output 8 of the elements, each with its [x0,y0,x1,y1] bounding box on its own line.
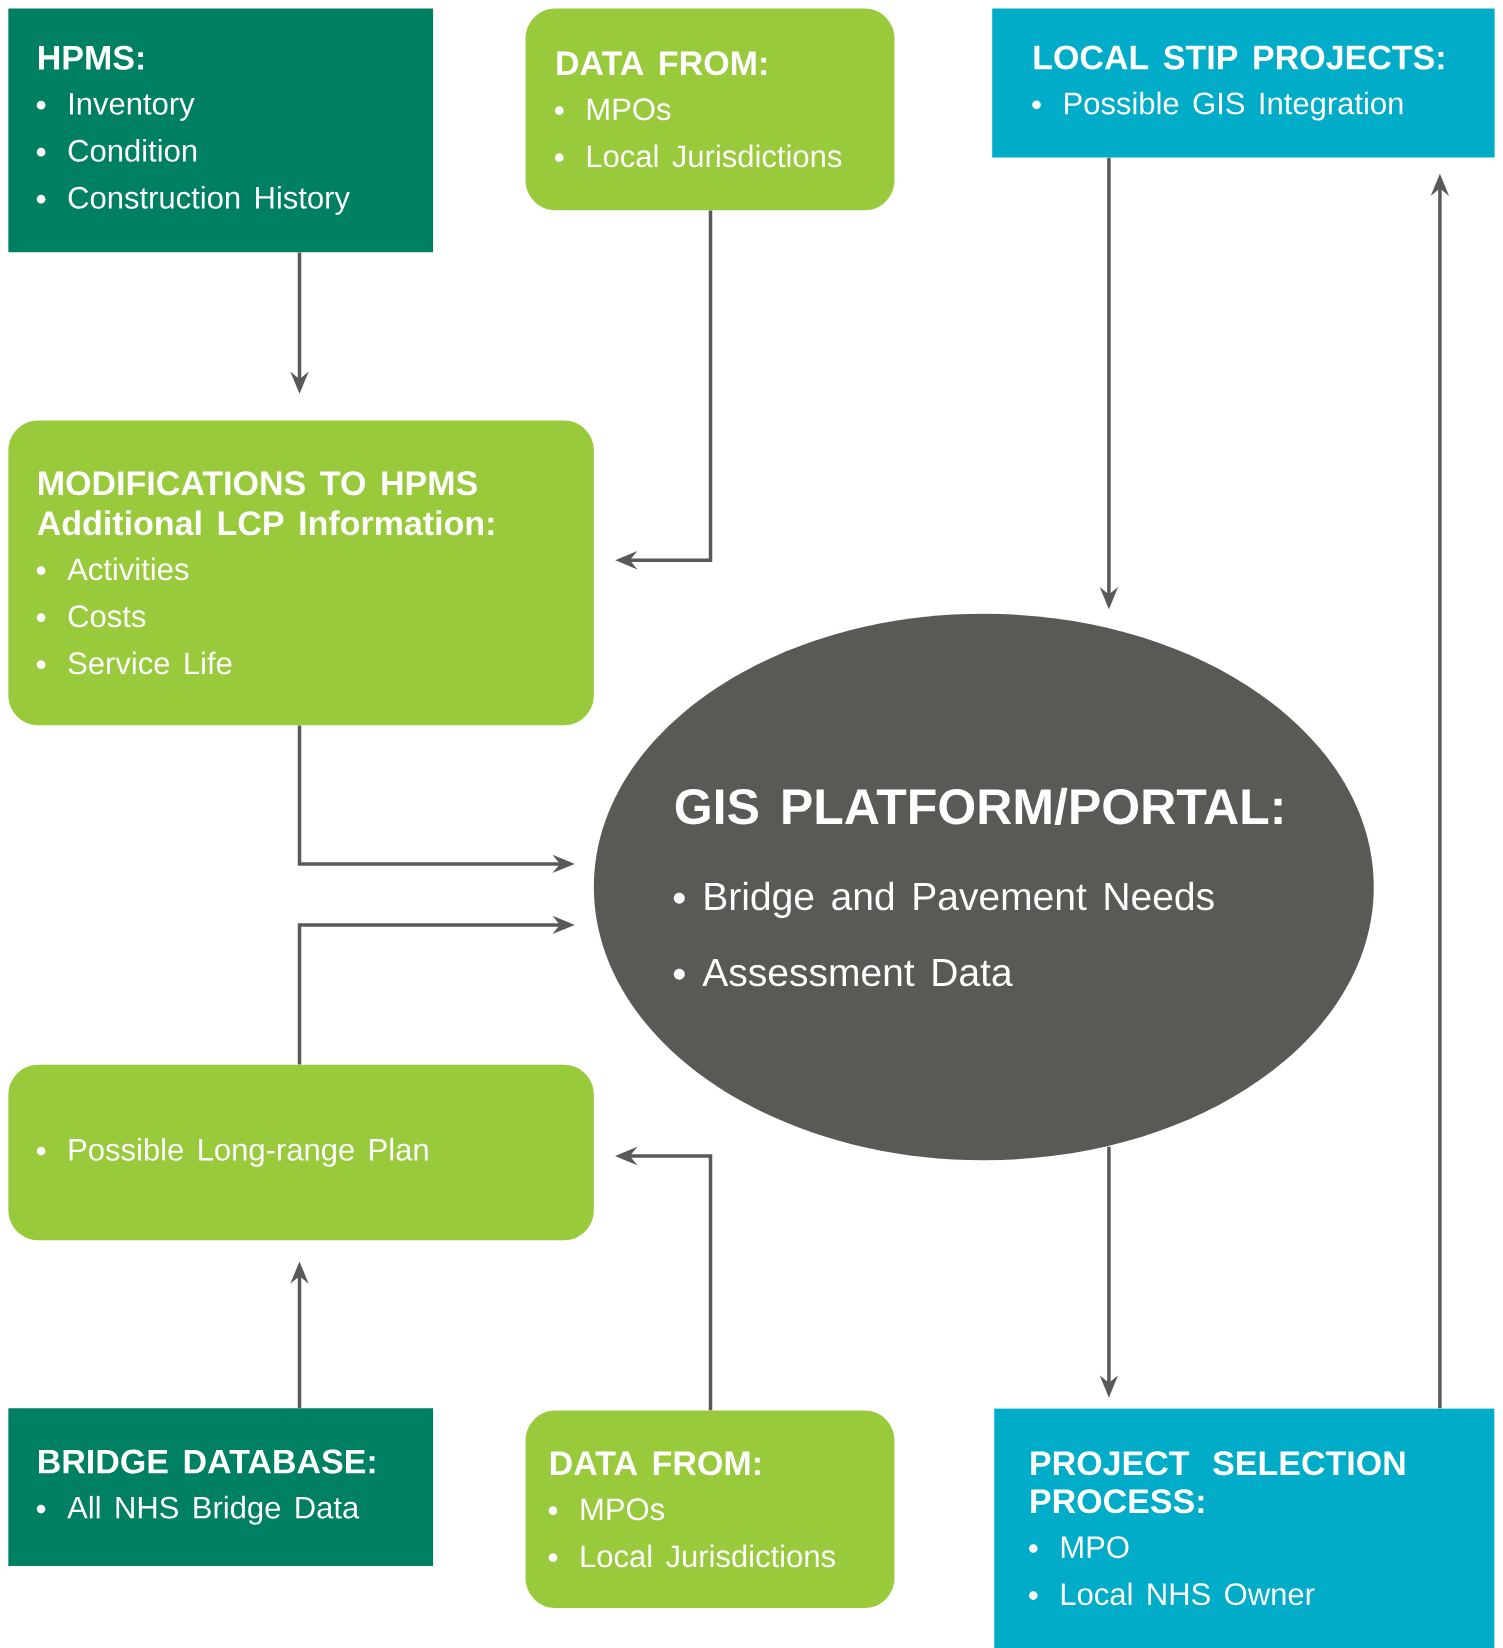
rounded-box: DATA FROM: MPOs Local Jurisdictions [525,1410,895,1609]
rounded-box: DATA FROM: MPOs Local Jurisdictions [525,8,895,211]
rounded-box: Possible Long-range Plan [8,1064,594,1241]
process-box: BRIDGE DATABASE: All NHS Bridge Data [8,1408,434,1567]
process-box: PROJECT SELECTION PROCESS: MPO Local NHS Owner [994,1408,1495,1648]
process-box: LOCAL STIP PROJECTS: Possible GIS Integration [992,8,1495,158]
rounded-box: MODIFICATIONS TO HPMS Additional LCP Information: Activities Costs Service Life [8,420,594,726]
process-box: HPMS: Inventory Condition Construction History [8,8,434,253]
